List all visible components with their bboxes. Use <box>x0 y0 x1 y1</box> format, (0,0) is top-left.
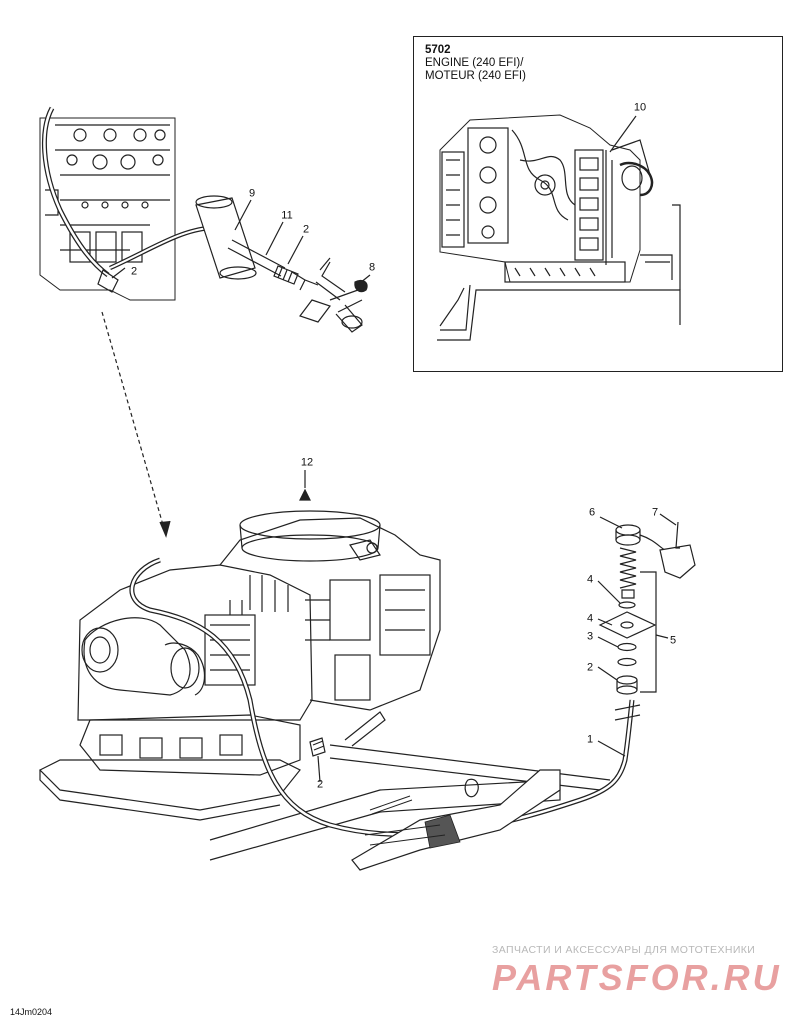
inset-engine-drawing <box>437 114 681 341</box>
watermark-text: ЗАПЧАСТИ И АКСЕССУАРЫ ДЛЯ МОТОТЕХНИКИ <box>492 944 756 956</box>
callout-7: 7 <box>651 506 659 519</box>
inset-model-number: 5702 <box>425 44 451 56</box>
callout-2-filler: 2 <box>586 661 594 674</box>
figure-code: 14Jm0204 <box>10 1007 53 1017</box>
callout-11: 11 <box>281 209 293 222</box>
filler-neck-assembly <box>598 521 696 695</box>
watermark-logo: PARTSFOR.RU <box>492 958 782 996</box>
callout-2-top-right: 2 <box>302 223 310 236</box>
callout-4-upper: 4 <box>586 573 594 586</box>
callout-12: 12 <box>300 456 314 469</box>
callout-5: 5 <box>669 634 677 647</box>
dashed-leader-arrow <box>101 311 166 533</box>
callout-9: 9 <box>248 187 256 200</box>
watermark-logo-text: PARTSFOR.RU <box>492 958 782 996</box>
callout-8: 8 <box>368 261 376 274</box>
inset-frame <box>413 36 783 372</box>
inset-caption-line2: MOTEUR (240 EFI) <box>425 70 526 82</box>
main-engine-drawing <box>38 470 696 871</box>
callout-2-lower: 2 <box>316 778 324 791</box>
inset-caption-line1: ENGINE (240 EFI)/ <box>425 57 524 69</box>
callout-4-lower: 4 <box>586 612 594 625</box>
callout-1: 1 <box>586 733 594 746</box>
top-left-detail <box>39 106 371 333</box>
callout-2-top-left: 2 <box>130 265 138 278</box>
callout-3: 3 <box>586 630 594 643</box>
callout-10: 10 <box>633 101 647 114</box>
inset-title: 5702 ENGINE (240 EFI)/ MOTEUR (240 EFI) <box>425 44 526 83</box>
callout-6: 6 <box>588 506 596 519</box>
